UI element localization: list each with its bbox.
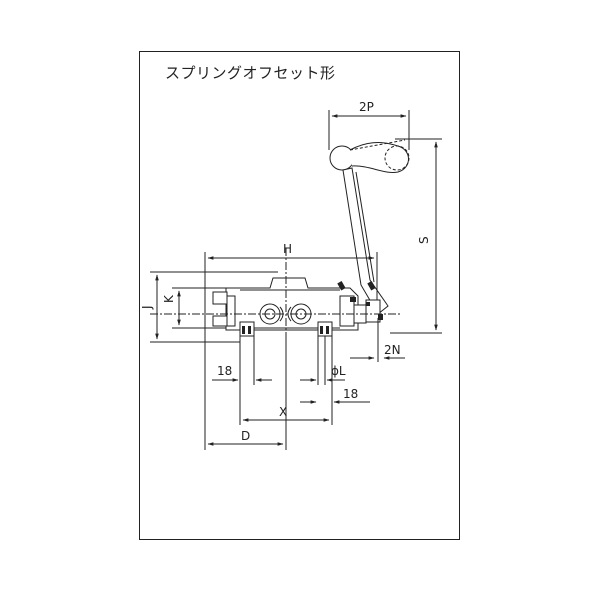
label-2p: 2P bbox=[359, 100, 374, 114]
lever-handle bbox=[329, 139, 410, 174]
dim-h bbox=[204, 252, 378, 450]
dim-d bbox=[207, 340, 287, 450]
label-x: X bbox=[279, 405, 287, 419]
dim-2n bbox=[350, 318, 405, 362]
label-h: H bbox=[283, 242, 292, 256]
bolt-marks bbox=[242, 281, 383, 334]
lever-arm bbox=[342, 167, 389, 315]
dim-18-left bbox=[212, 336, 272, 425]
label-s: S bbox=[417, 236, 431, 244]
valve-body bbox=[212, 277, 381, 337]
dim-18-right bbox=[300, 336, 370, 425]
center-lines bbox=[150, 248, 400, 340]
label-d: D bbox=[241, 429, 250, 443]
label-18-right: 18 bbox=[343, 387, 358, 401]
dim-phi-l bbox=[300, 336, 345, 385]
label-2n: 2N bbox=[384, 343, 401, 357]
dim-s bbox=[390, 138, 442, 334]
dim-2p bbox=[328, 110, 410, 150]
drawing-frame bbox=[139, 51, 460, 540]
label-j: J bbox=[140, 305, 154, 310]
drawing-title: スプリングオフセット形 bbox=[165, 64, 336, 82]
dim-j bbox=[150, 271, 278, 343]
label-18-left: 18 bbox=[217, 364, 232, 378]
dim-k bbox=[172, 287, 226, 329]
label-phi-l: ϕL bbox=[331, 364, 346, 378]
label-k: K bbox=[162, 294, 176, 303]
